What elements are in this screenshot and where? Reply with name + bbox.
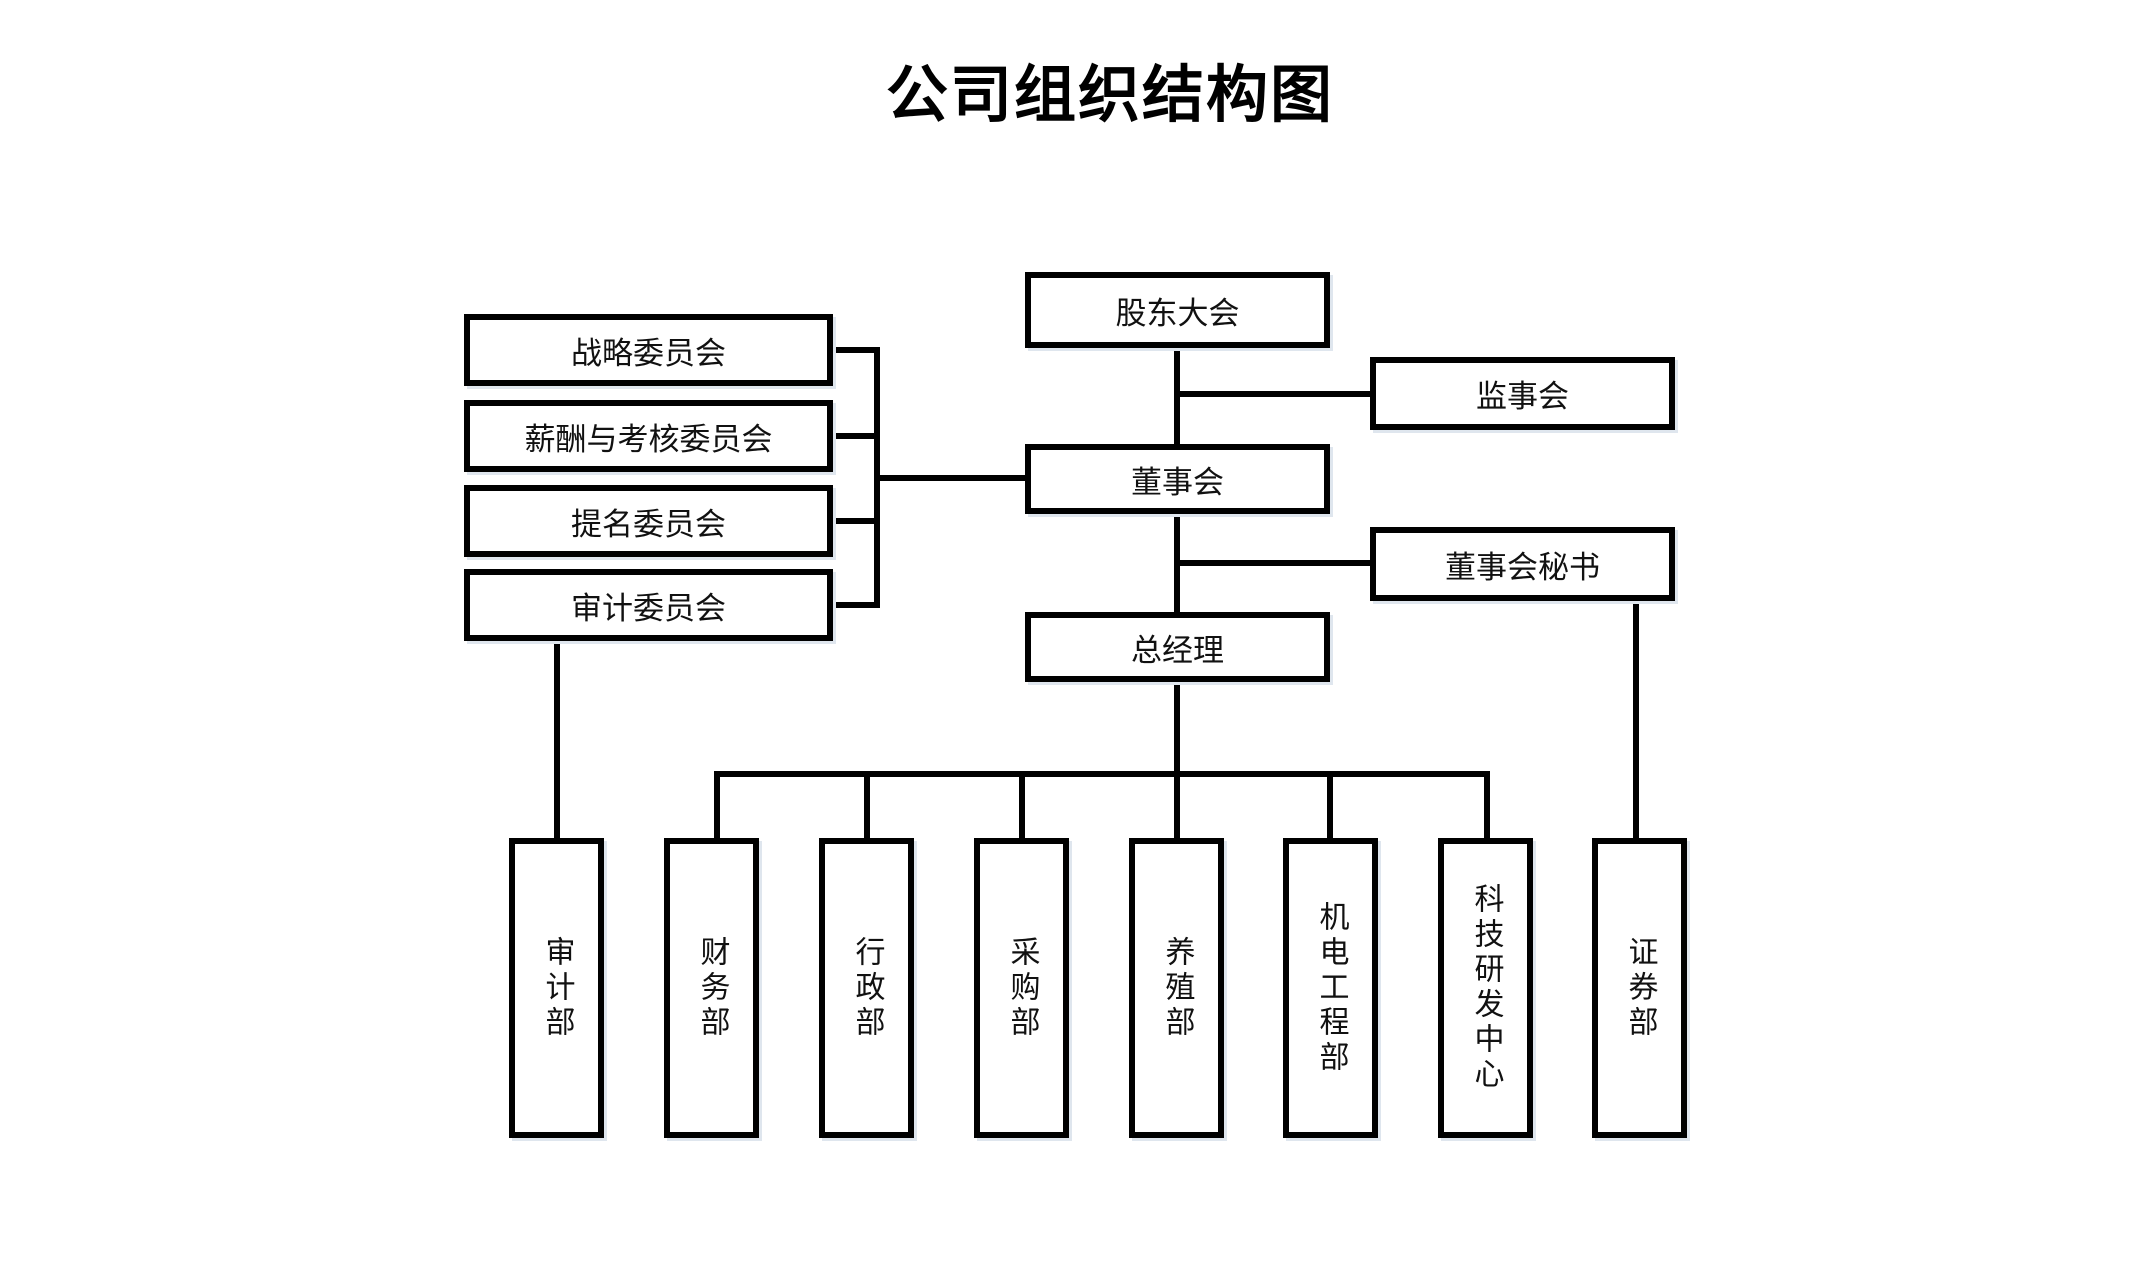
dept-securities: 证券部 — [1592, 838, 1687, 1138]
node-general-manager: 总经理 — [1025, 612, 1330, 682]
dept-finance: 财务部 — [664, 838, 759, 1138]
node-shareholders-meeting: 股东大会 — [1025, 272, 1330, 348]
chart-title: 公司组织结构图 — [885, 58, 1334, 131]
node-board-of-directors: 董事会 — [1025, 444, 1330, 514]
committee-audit: 审计委员会 — [464, 569, 833, 641]
dept-breeding: 养殖部 — [1129, 838, 1224, 1138]
dept-mechanical-engineering: 机电工程部 — [1283, 838, 1378, 1138]
dept-purchasing: 采购部 — [974, 838, 1069, 1138]
dept-administration: 行政部 — [819, 838, 914, 1138]
dept-audit: 审计部 — [509, 838, 604, 1138]
committee-compensation: 薪酬与考核委员会 — [464, 400, 833, 472]
dept-rnd-center: 科技研发中心 — [1438, 838, 1533, 1138]
committee-strategy: 战略委员会 — [464, 314, 833, 386]
node-supervisory-board: 监事会 — [1370, 357, 1675, 430]
committee-nomination: 提名委员会 — [464, 485, 833, 557]
node-board-secretary: 董事会秘书 — [1370, 527, 1675, 601]
